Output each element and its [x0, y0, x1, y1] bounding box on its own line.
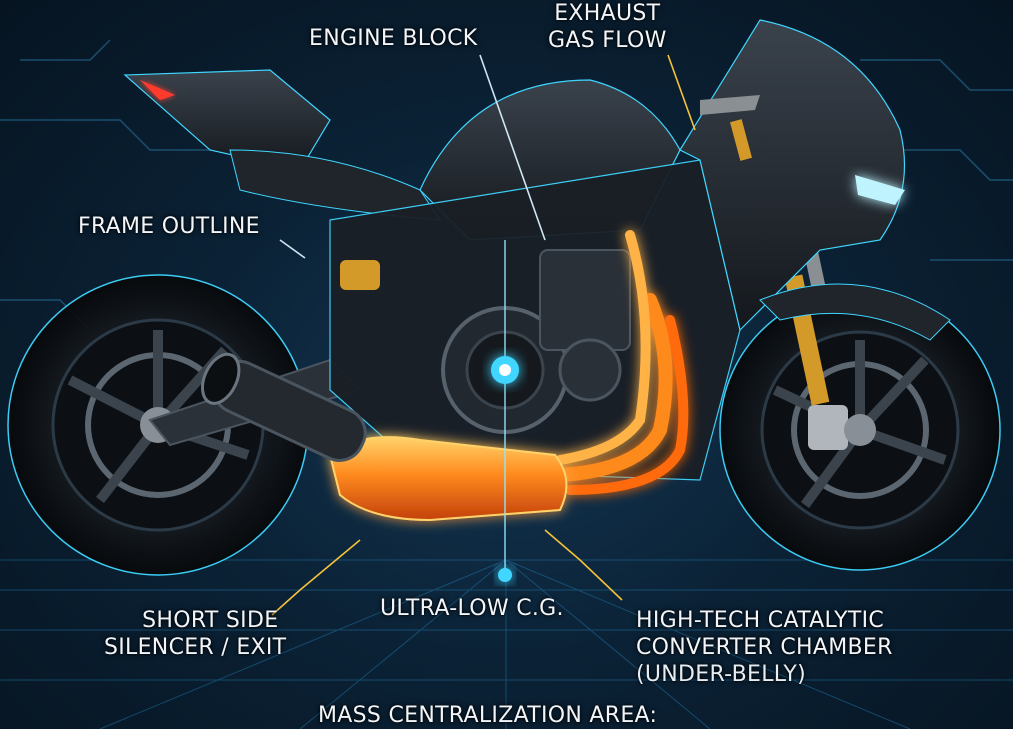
circuit-lines	[0, 39, 1013, 331]
catalytic-converter	[328, 436, 568, 522]
exhaust-line1: EXHAUST	[554, 1, 661, 26]
label-ultra-low-cg: ULTRA-LOW C.G.	[380, 595, 564, 622]
low-cg-text: ULTRA-LOW C.G.	[380, 596, 564, 621]
label-exhaust-gas-flow: EXHAUST GAS FLOW	[548, 0, 667, 54]
label-engine-block: ENGINE BLOCK	[309, 25, 478, 52]
catalytic-line1: HIGH-TECH CATALYTIC	[636, 608, 885, 633]
cg-marker	[491, 240, 519, 582]
mass-area-text: MASS CENTRALIZATION AREA:	[318, 703, 658, 728]
exhaust-pipes	[553, 230, 689, 495]
front-wheel	[719, 289, 1001, 571]
catalytic-line3: (UNDER-BELLY)	[636, 662, 807, 687]
label-silencer: SHORT SIDE SILENCER / EXIT	[104, 607, 286, 661]
frame-outline-text: FRAME OUTLINE	[78, 214, 260, 239]
catalytic-line2: CONVERTER CHAMBER	[636, 635, 893, 660]
label-frame-outline: FRAME OUTLINE	[78, 213, 260, 240]
engine-block-text: ENGINE BLOCK	[309, 26, 478, 51]
label-catalytic-converter: HIGH-TECH CATALYTIC CONVERTER CHAMBER (U…	[636, 607, 893, 688]
headlight	[855, 175, 905, 205]
tail-section	[123, 69, 331, 171]
silencer	[201, 352, 367, 462]
silencer-line1: SHORT SIDE	[142, 608, 279, 633]
label-mass-centralization: MASS CENTRALIZATION AREA:	[318, 702, 657, 729]
exhaust-line2: GAS FLOW	[548, 28, 667, 53]
silencer-line2: SILENCER / EXIT	[104, 635, 287, 660]
leader-lines	[271, 54, 696, 616]
